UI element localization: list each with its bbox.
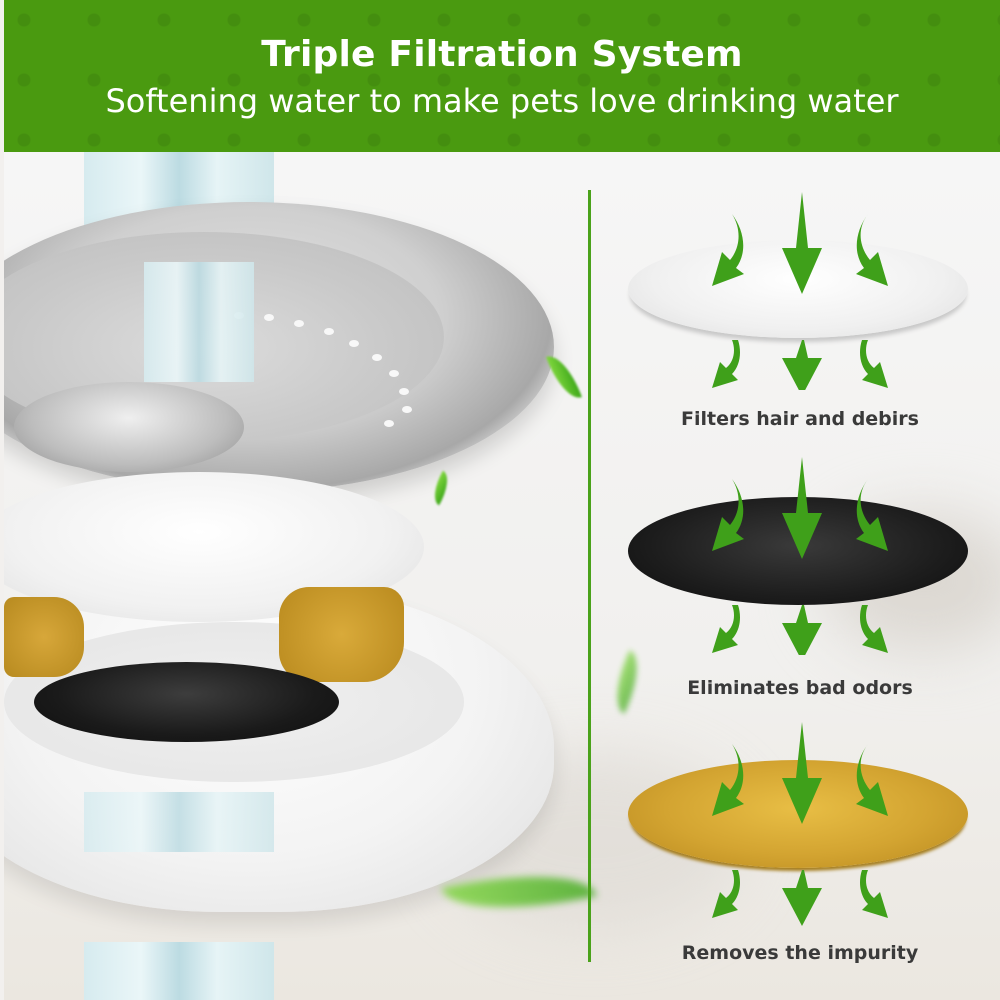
resin-filter-left: [4, 597, 84, 677]
header-banner: Triple Filtration System Softening water…: [4, 0, 1000, 152]
filter-caption: Removes the impurity: [681, 942, 919, 964]
stainless-steel-tray: [4, 202, 554, 492]
resin-filter-right: [279, 587, 404, 682]
page-subtitle: Softening water to make pets love drinki…: [105, 82, 899, 120]
filter-layer-3: Removes the impurity: [620, 720, 980, 980]
water-column-lower: [84, 792, 274, 852]
leaf-icon: [426, 470, 456, 506]
water-column-inner: [144, 262, 254, 382]
filter-layer-2: Eliminates bad odors: [620, 455, 980, 705]
water-column-bottom: [84, 942, 274, 1000]
filter-layer-1: Filters hair and debirs: [620, 190, 980, 440]
flow-arrows-icon: [712, 722, 888, 926]
carbon-filter: [34, 662, 339, 742]
center-collar: [14, 382, 244, 472]
filter-caption: Eliminates bad odors: [687, 677, 913, 699]
drain-holes: [234, 312, 454, 432]
leaf-icon: [546, 350, 582, 404]
flow-arrows-icon: [712, 457, 888, 655]
page-title: Triple Filtration System: [261, 34, 743, 75]
vertical-divider: [588, 190, 591, 962]
filter-caption: Filters hair and debirs: [681, 408, 919, 430]
paw-pattern: [4, 0, 1000, 152]
flow-arrows-icon: [712, 192, 888, 390]
